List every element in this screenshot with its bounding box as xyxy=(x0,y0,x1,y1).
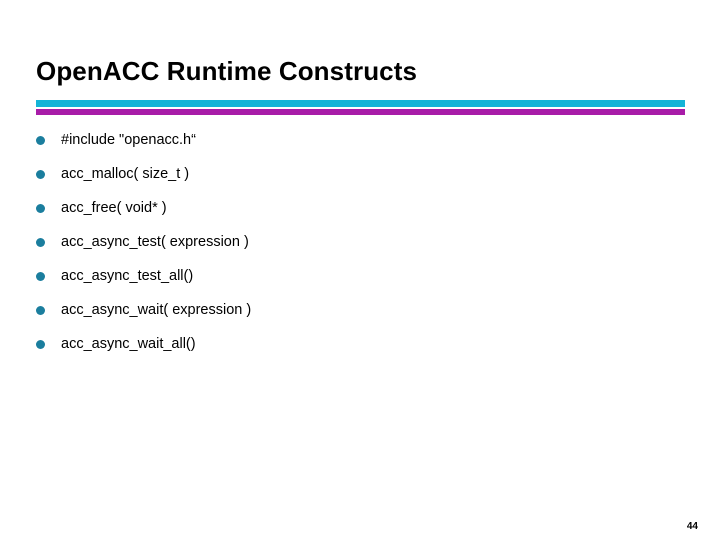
list-item: acc_malloc( size_t ) xyxy=(36,164,676,198)
list-item: acc_async_wait_all() xyxy=(36,334,676,368)
list-item-label: acc_async_wait_all() xyxy=(61,336,196,352)
divider-bar-gap xyxy=(36,107,685,109)
bullet-dot-icon xyxy=(36,306,45,315)
bullet-dot-icon xyxy=(36,340,45,349)
bullet-dot-icon xyxy=(36,238,45,247)
divider-bar-cyan xyxy=(36,100,685,107)
runtime-constructs-list: #include "openacc.h“ acc_malloc( size_t … xyxy=(36,130,676,368)
list-item-label: acc_async_wait( expression ) xyxy=(61,302,252,318)
list-item-label: acc_free( void* ) xyxy=(61,200,167,216)
bullet-dot-icon xyxy=(36,170,45,179)
list-item-label: #include "openacc.h“ xyxy=(61,132,196,148)
bullet-dot-icon xyxy=(36,272,45,281)
list-item: acc_async_wait( expression ) xyxy=(36,300,676,334)
list-item: acc_async_test_all() xyxy=(36,266,676,300)
list-item-label: acc_malloc( size_t ) xyxy=(61,166,190,182)
bullet-dot-icon xyxy=(36,136,45,145)
list-item-label: acc_async_test( expression ) xyxy=(61,234,249,250)
divider-bar-purple xyxy=(36,109,685,115)
title-divider xyxy=(36,100,685,115)
bullet-dot-icon xyxy=(36,204,45,213)
page-number: 44 xyxy=(686,521,698,532)
page-title: OpenACC Runtime Constructs xyxy=(36,56,418,86)
list-item-label: acc_async_test_all() xyxy=(61,268,194,284)
list-item: acc_async_test( expression ) xyxy=(36,232,676,266)
list-item: #include "openacc.h“ xyxy=(36,130,676,164)
list-item: acc_free( void* ) xyxy=(36,198,676,232)
